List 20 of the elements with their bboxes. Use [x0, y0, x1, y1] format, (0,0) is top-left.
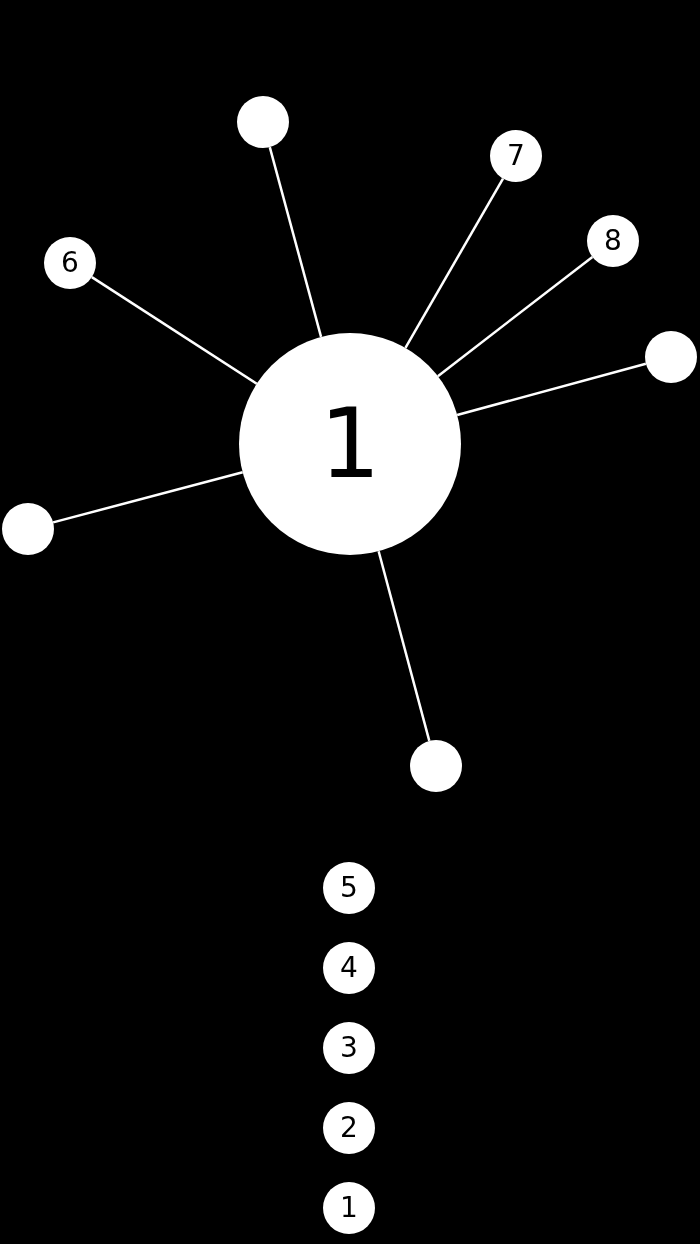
pin-line	[268, 146, 323, 338]
numbered-ball: 4	[323, 942, 375, 994]
pin-ball	[237, 96, 289, 148]
pin-line	[377, 550, 431, 742]
pin-line	[52, 471, 243, 524]
numbered-ball: 2	[323, 1102, 375, 1154]
pin-ball	[2, 503, 54, 555]
numbered-ball: 7	[490, 130, 542, 182]
numbered-ball: 1	[323, 1182, 375, 1234]
pin-ball	[645, 331, 697, 383]
numbered-ball: 3	[323, 1022, 375, 1074]
pin-line	[456, 362, 647, 417]
numbered-ball: 6	[44, 237, 96, 289]
numbered-ball: 5	[323, 862, 375, 914]
pin-line	[91, 276, 258, 385]
pin-ball	[410, 740, 462, 792]
pin-line	[437, 255, 594, 378]
center-circle: 1	[239, 333, 461, 555]
numbered-ball: 8	[587, 215, 639, 267]
pin-line	[404, 177, 505, 349]
